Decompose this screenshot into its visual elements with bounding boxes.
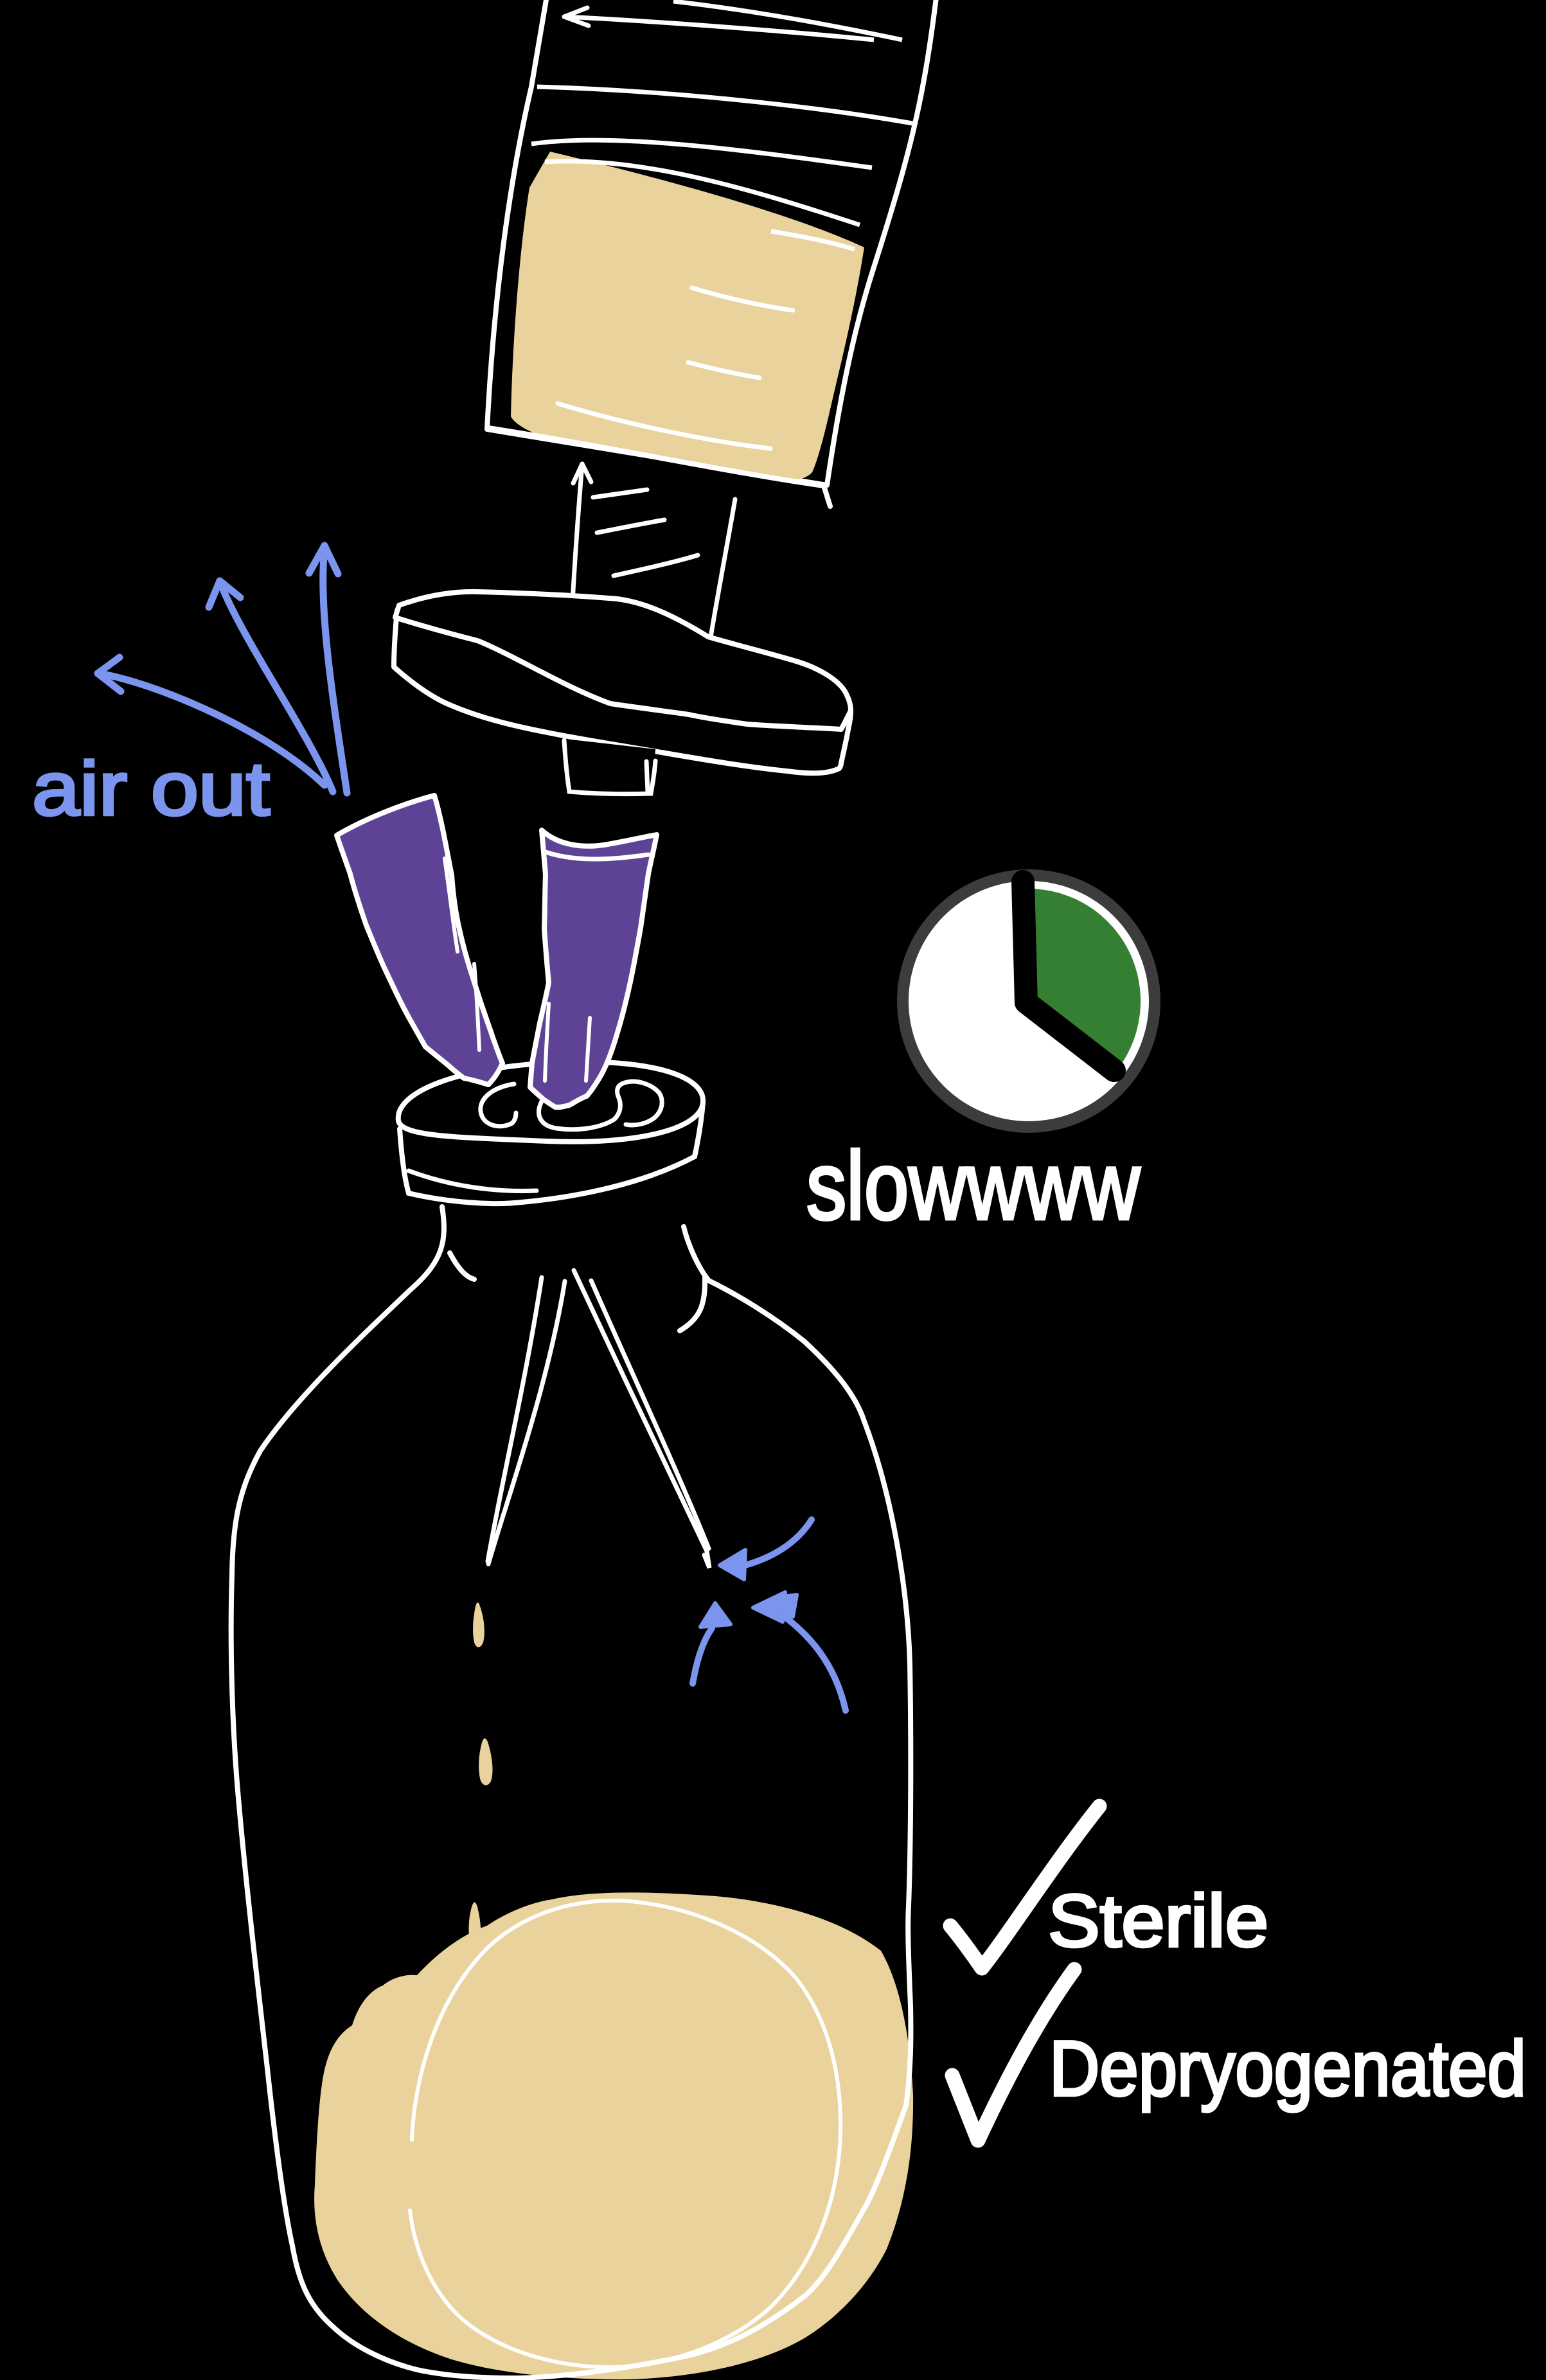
svg-text:Depryogenated: Depryogenated <box>1049 2025 1526 2112</box>
svg-text:Sterile: Sterile <box>1048 1880 1268 1962</box>
svg-text:air out: air out <box>32 747 270 831</box>
svg-text:slowwww: slowwww <box>806 1132 1141 1239</box>
